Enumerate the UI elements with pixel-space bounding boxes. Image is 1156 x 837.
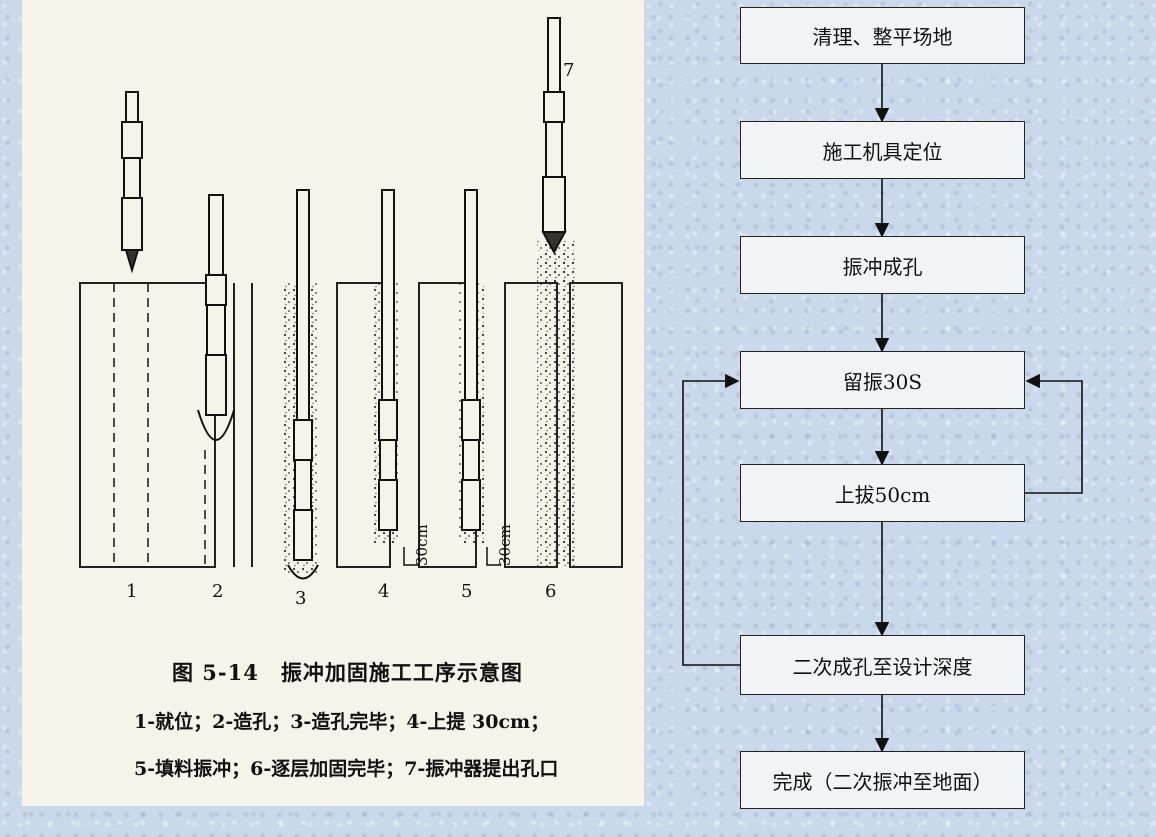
stage-number-7: 7 bbox=[563, 60, 574, 81]
flow-step-2: 施工机具定位 bbox=[740, 121, 1025, 179]
flow-step-1: 清理、整平场地 bbox=[740, 7, 1025, 64]
flow-step-4: 留振30S bbox=[740, 351, 1025, 409]
stage-number-3: 3 bbox=[295, 588, 306, 609]
dashed-boundaries bbox=[113, 283, 235, 567]
loop-arrow-step5-to-step4 bbox=[1025, 373, 1083, 494]
figure-title: 图 5-14 振冲加固施工工序示意图 bbox=[172, 660, 523, 685]
stage-numbers: 1 2 3 4 5 6 7 bbox=[126, 60, 574, 609]
stage-number-6: 6 bbox=[545, 581, 556, 602]
soil-edge-2 bbox=[233, 283, 253, 567]
vibroflots bbox=[121, 17, 567, 580]
figure-legend-line-1: 1-就位；2-造孔；3-造孔完毕；4-上提 30cm； bbox=[134, 711, 550, 733]
figure-legend-line-2: 5-填料振冲；6-逐层加固完毕；7-振冲器提出孔口 bbox=[134, 758, 559, 780]
depth-label-stage-5: 30cm bbox=[496, 524, 514, 566]
stage-number-1: 1 bbox=[126, 581, 137, 602]
stage-number-4: 4 bbox=[378, 581, 389, 602]
flow-step-3: 振冲成孔 bbox=[740, 236, 1025, 294]
stage-number-2: 2 bbox=[212, 581, 223, 602]
stage-number-5: 5 bbox=[461, 581, 472, 602]
flow-step-5: 上拔50cm bbox=[740, 464, 1025, 522]
depth-markers bbox=[403, 547, 501, 566]
loop-arrow-step6-to-step4 bbox=[682, 373, 740, 666]
construction-sequence-figure: 30cm 30cm 1 2 3 4 5 6 7 图 5-14 振冲加固施工工序示… bbox=[22, 0, 644, 806]
flow-step-7: 完成（二次振冲至地面） bbox=[740, 751, 1025, 809]
flow-step-6: 二次成孔至设计深度 bbox=[740, 635, 1025, 695]
depth-label-stage-4: 30cm bbox=[413, 524, 431, 566]
soil-panels bbox=[79, 282, 623, 568]
vibro-compaction-drawing: 30cm 30cm 1 2 3 4 5 6 7 bbox=[79, 17, 623, 609]
